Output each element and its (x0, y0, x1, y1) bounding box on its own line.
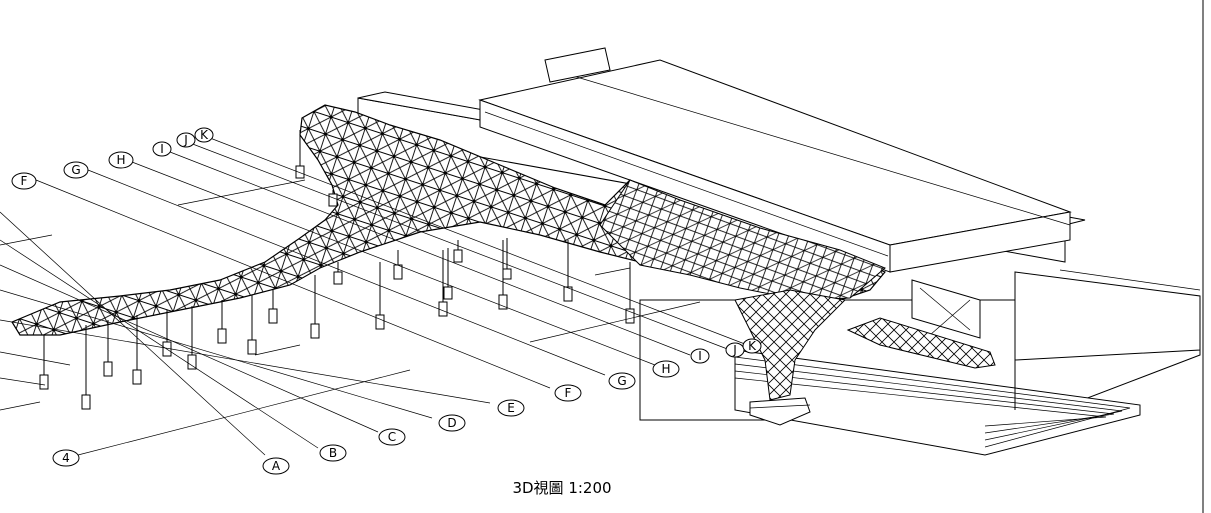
canopy-right-wing (846, 317, 996, 369)
grid-bubble-F-upper: F (11, 172, 37, 190)
grid-bubble-H-lower: H (652, 360, 680, 378)
svg-text:I: I (160, 142, 164, 156)
grid-bubble-J-upper: J (176, 132, 196, 148)
grid-bubble-F-lower: F (554, 384, 582, 402)
svg-text:K: K (748, 339, 757, 353)
grid-bubble-D: D (438, 414, 466, 432)
svg-text:I: I (698, 349, 702, 363)
grid-lines (0, 137, 751, 456)
grid-bubble-B: B (319, 444, 347, 462)
grid-bubble-K-upper: K (194, 127, 214, 143)
canopy-upper-wing (599, 179, 886, 301)
svg-text:F: F (565, 386, 572, 400)
grid-bubble-I-upper: I (152, 141, 172, 157)
grid-bubble-I-lower: I (690, 348, 710, 364)
grid-bubble-4: 4 (52, 449, 80, 467)
svg-text:G: G (71, 163, 80, 177)
svg-text:J: J (183, 133, 188, 147)
svg-text:K: K (200, 128, 209, 142)
svg-text:B: B (329, 446, 337, 460)
svg-text:F: F (21, 174, 28, 188)
grid-bubble-J-lower: J (725, 342, 745, 358)
svg-text:4: 4 (62, 451, 70, 465)
building-body (357, 47, 1086, 339)
drawing-caption: 3D視圖 1:200 (512, 479, 611, 497)
grid-bubble-C: C (378, 428, 406, 446)
svg-text:G: G (617, 374, 626, 388)
grid-bubble-H-upper: H (108, 151, 134, 169)
grid-bubble-A: A (262, 457, 290, 475)
svg-text:D: D (447, 416, 456, 430)
svg-text:E: E (507, 401, 515, 415)
grid-bubble-E: E (497, 399, 525, 417)
svg-text:H: H (661, 362, 670, 376)
grid-bubble-G-upper: G (63, 161, 89, 179)
svg-text:H: H (116, 153, 125, 167)
space-frame-canopy (11, 104, 996, 426)
grid-bubble-G-lower: G (608, 372, 636, 390)
grid-bubble-K-lower: K (742, 338, 762, 354)
svg-text:C: C (388, 430, 396, 444)
svg-text:J: J (732, 343, 737, 357)
svg-text:A: A (272, 459, 281, 473)
canopy-columns (39, 130, 635, 410)
